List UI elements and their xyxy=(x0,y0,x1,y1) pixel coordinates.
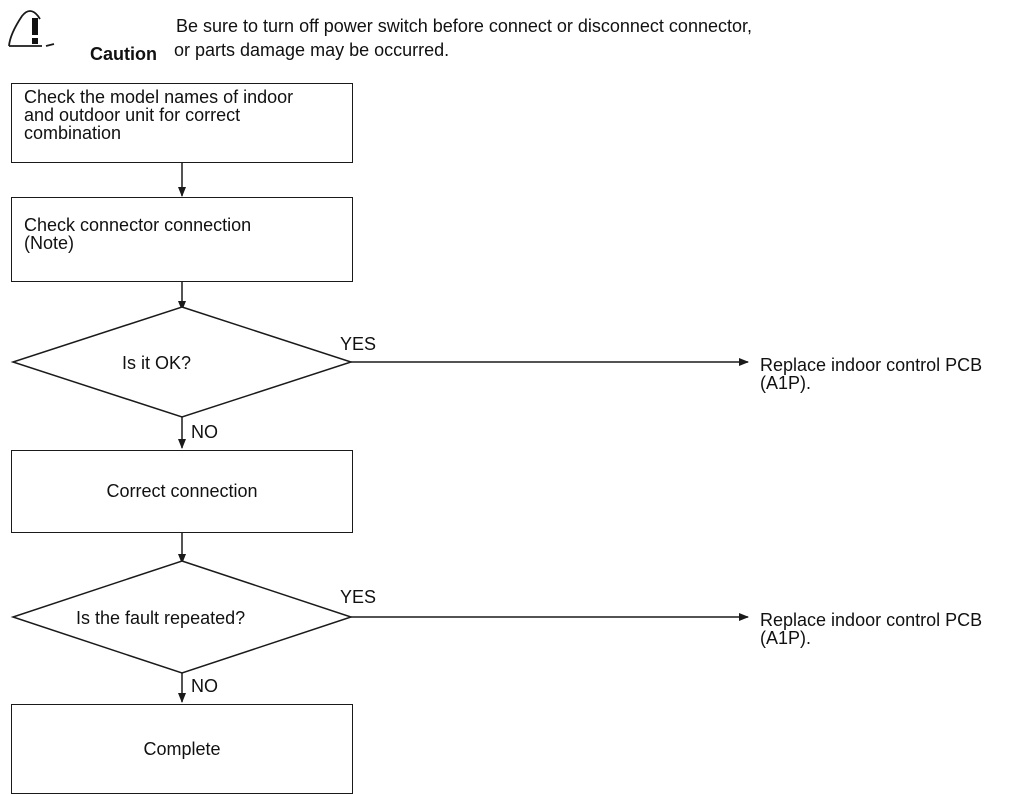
decision2-yes-label: YES xyxy=(340,587,377,607)
step-check-connector-box: Check connector connection (Note) xyxy=(11,197,353,282)
decision2-no-label: NO xyxy=(191,676,218,696)
decision1-yes-label: YES xyxy=(340,334,377,354)
step-check-model-line3: combination xyxy=(24,123,122,143)
step-check-model-line1: Check the model names of indoor xyxy=(24,87,294,107)
step-check-connector-line2: (Note) xyxy=(24,233,75,253)
step-complete-box: Complete xyxy=(11,704,353,794)
caution-text-line1: Be sure to turn off power switch before … xyxy=(176,16,752,36)
step-check-connector-line1: Check connector connection xyxy=(24,215,252,235)
caution-text-line2: or parts damage may be occurred. xyxy=(174,40,450,60)
caution-label: Caution xyxy=(90,44,157,64)
result2-line1: Replace indoor control PCB xyxy=(760,610,983,630)
result1-line1: Replace indoor control PCB xyxy=(760,355,983,375)
caution-warning-icon xyxy=(8,10,55,47)
step-check-model-box: Check the model names of indoor and outd… xyxy=(11,83,353,163)
step-check-model-line2: and outdoor unit for correct xyxy=(24,105,241,125)
decision2-label: Is the fault repeated? xyxy=(76,608,246,628)
result2-line2: (A1P). xyxy=(760,628,812,648)
step-complete-label: Complete xyxy=(143,739,221,759)
step-correct-connection-label: Correct connection xyxy=(106,481,258,501)
result1-text: Replace indoor control PCB (A1P). xyxy=(760,356,982,392)
decision1-label: Is it OK? xyxy=(122,353,192,373)
result2-text: Replace indoor control PCB (A1P). xyxy=(760,611,982,647)
result1-line2: (A1P). xyxy=(760,373,812,393)
step-correct-connection-box: Correct connection xyxy=(11,450,353,533)
decision1-no-label: NO xyxy=(191,422,218,442)
